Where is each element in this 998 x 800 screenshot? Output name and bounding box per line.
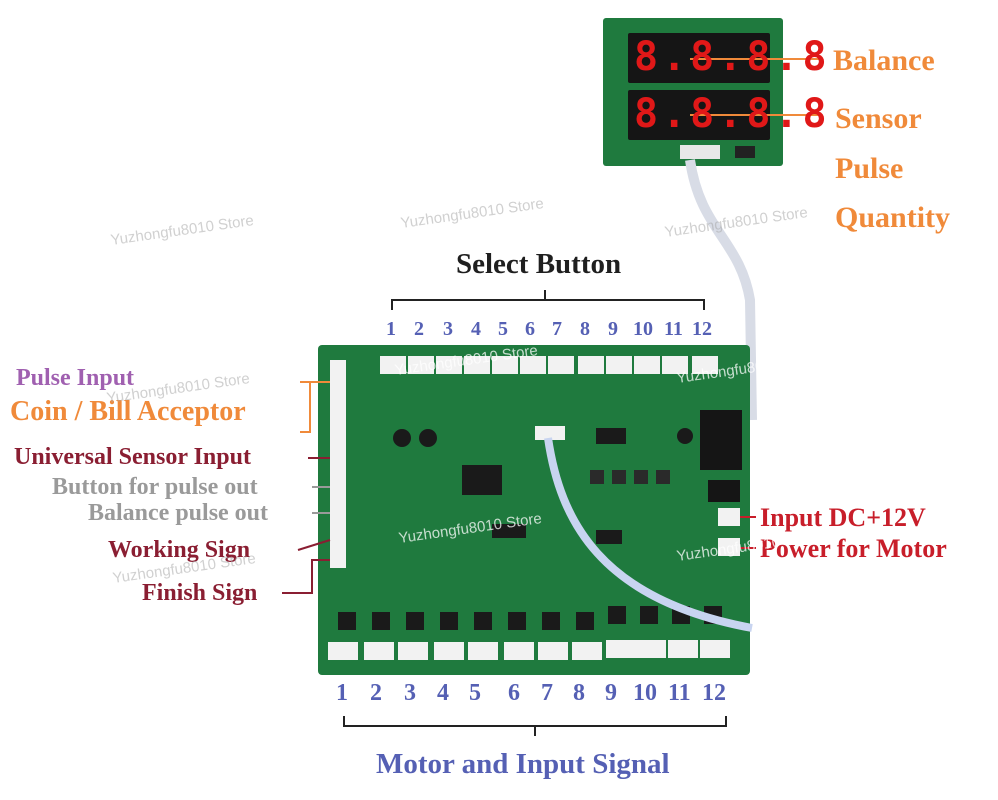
label-coin-bill-acceptor: Coin / Bill Acceptor [10, 396, 246, 427]
select-num-5: 5 [498, 318, 508, 340]
select-num-1: 1 [386, 318, 396, 340]
label-finish-sign: Finish Sign [142, 580, 258, 606]
label-power-motor: Power for Motor [760, 534, 947, 563]
select-num-12: 12 [692, 318, 712, 340]
motor-num-11: 11 [668, 680, 691, 706]
label-pulse-input: Pulse Input [16, 365, 135, 391]
motor-num-4: 4 [437, 680, 449, 706]
label-sensor: Sensor [835, 102, 922, 135]
label-balance-pulse-out: Balance pulse out [88, 500, 269, 526]
motor-num-5: 5 [469, 680, 481, 706]
motor-num-12: 12 [702, 680, 726, 706]
label-universal-sensor-input: Universal Sensor Input [14, 444, 251, 470]
select-num-2: 2 [414, 318, 424, 340]
label-pulse: Pulse [835, 152, 904, 185]
motor-num-10: 10 [633, 680, 657, 706]
label-select-button: Select Button [456, 248, 622, 280]
select-num-11: 11 [664, 318, 683, 340]
label-balance: Balance [833, 44, 935, 77]
motor-num-1: 1 [336, 680, 348, 706]
motor-num-8: 8 [573, 680, 585, 706]
select-num-7: 7 [552, 318, 562, 340]
display-bottom-digits: 8.8.8.8 [634, 91, 831, 137]
motor-num-2: 2 [370, 680, 382, 706]
motor-num-9: 9 [605, 680, 617, 706]
motor-num-3: 3 [404, 680, 416, 706]
label-quantity: Quantity [835, 201, 951, 234]
label-motor-input-signal: Motor and Input Signal [376, 748, 670, 780]
select-num-6: 6 [525, 318, 535, 340]
select-num-4: 4 [471, 318, 481, 340]
label-working-sign: Working Sign [108, 537, 251, 563]
select-num-8: 8 [580, 318, 590, 340]
label-button-pulse-out: Button for pulse out [52, 474, 258, 500]
motor-num-7: 7 [541, 680, 553, 706]
select-num-9: 9 [608, 318, 618, 340]
select-num-10: 10 [633, 318, 653, 340]
label-input-dc: Input DC+12V [760, 503, 926, 532]
motor-num-6: 6 [508, 680, 520, 706]
display-top-digits: 8.8.8.8 [634, 34, 831, 80]
select-num-3: 3 [443, 318, 453, 340]
